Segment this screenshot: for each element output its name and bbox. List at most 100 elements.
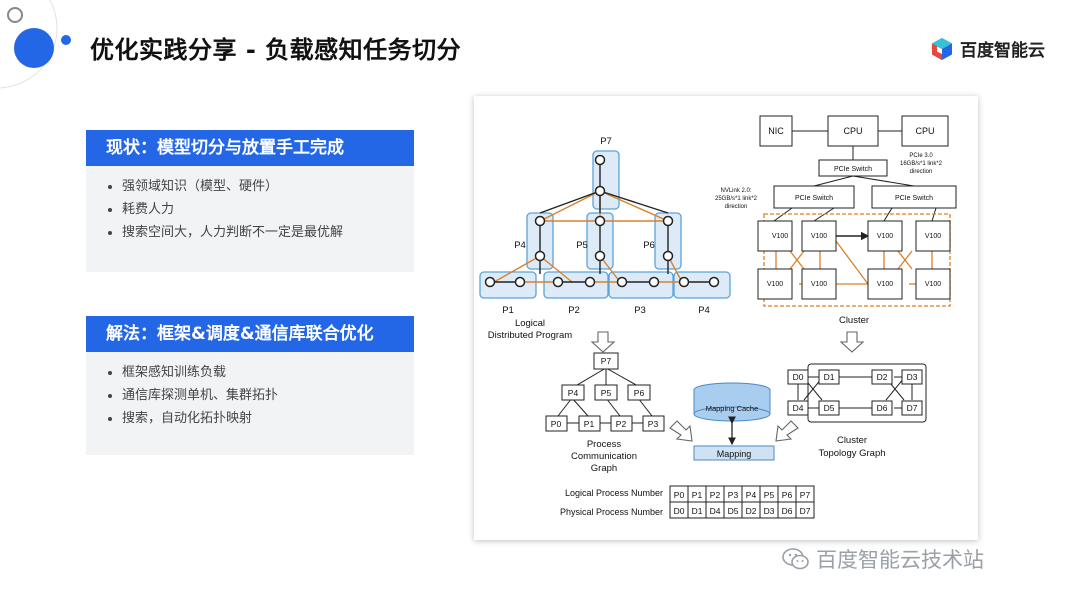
gpu-label: V100 <box>877 281 893 288</box>
status-list: 强领域知识（模型、硬件） 耗费人力 搜索空间大，人力判断不一定是最优解 <box>102 178 343 247</box>
cluster-diagram: NIC CPU CPU PCIe Switch PCIe Switch PCIe… <box>715 115 957 326</box>
table-cell: D1 <box>692 506 703 516</box>
label-p5: P5 <box>576 240 588 251</box>
pcg-node-p2: P2 <box>616 419 627 429</box>
mapping-label: Mapping <box>717 449 752 459</box>
down-arrow-icon <box>590 331 865 353</box>
list-item: 通信库探测单机、集群拓扑 <box>122 387 278 404</box>
table-cell: P5 <box>764 490 775 500</box>
table-cell: D3 <box>764 506 775 516</box>
table-cell: D0 <box>674 506 685 516</box>
logical-caption-2: Distributed Program <box>488 330 573 341</box>
table-cell: P6 <box>782 490 793 500</box>
ctg-node-d6: D6 <box>877 403 888 413</box>
solution-heading: 解法：框架&调度&通信库联合优化 <box>86 316 414 352</box>
table-cell: D7 <box>800 506 811 516</box>
pcg-node-p7: P7 <box>601 356 612 366</box>
pcg-caption-3: Graph <box>591 463 617 474</box>
table-cell: P2 <box>710 490 721 500</box>
cpu2-label: CPU <box>915 126 934 136</box>
list-item: 强领域知识（模型、硬件） <box>122 178 343 195</box>
logical-program: P7 P4 P5 P6 P1 P2 P3 P4 Logical Distribu… <box>479 136 731 341</box>
table-cell: D5 <box>728 506 739 516</box>
solution-panel: 解法：框架&调度&通信库联合优化 框架感知训练负载 通信库探测单机、集群拓扑 搜… <box>86 316 414 455</box>
task-partition-diagram: P7 P4 P5 P6 P1 P2 P3 P4 Logical Distribu… <box>479 115 957 519</box>
list-item: 耗费人力 <box>122 201 343 218</box>
mapping-table: Logical Process Number Physical Process … <box>560 485 815 519</box>
brand-logo: 百度智能云 <box>930 36 1045 61</box>
gpu-label: V100 <box>925 281 941 288</box>
status-heading: 现状：模型切分与放置手工完成 <box>86 130 414 166</box>
label-p2: P2 <box>568 305 580 316</box>
table-cell: P1 <box>692 490 703 500</box>
table-cell: P3 <box>728 490 739 500</box>
logical-process-label: Logical Process Number <box>565 488 663 498</box>
pcie-switch-top: PCIe Switch <box>834 166 872 173</box>
diagram-card: P7 P4 P5 P6 P1 P2 P3 P4 Logical Distribu… <box>474 96 978 540</box>
table-cell: D2 <box>746 506 757 516</box>
pcg-caption-2: Communication <box>571 451 637 462</box>
gpu-label: V100 <box>772 233 788 240</box>
physical-process-label: Physical Process Number <box>560 507 663 517</box>
cube-logo-icon <box>932 37 952 60</box>
pcg-node-p5: P5 <box>601 388 612 398</box>
ctg-node-d2: D2 <box>877 372 888 382</box>
page-title: 优化实践分享 - 负载感知任务切分 <box>90 36 462 64</box>
pcg-node-p4: P4 <box>568 388 579 398</box>
table-cell: D6 <box>782 506 793 516</box>
label-p4-bottom: P4 <box>698 305 710 316</box>
nvlink-note-1: NVLink 2.0: <box>720 188 751 194</box>
cluster-topology-graph: D0 D1 D2 D3 D4 D5 D6 D7 Cluster Topology… <box>787 363 927 459</box>
watermark: 百度智能云技术站 <box>782 544 984 574</box>
cluster-caption: Cluster <box>839 315 869 326</box>
table-cell: P7 <box>800 490 811 500</box>
list-item: 框架感知训练负载 <box>122 364 278 381</box>
logical-caption-1: Logical <box>515 318 545 329</box>
pcie-note-1: PCIe 3.0 <box>909 153 933 159</box>
label-p4: P4 <box>514 240 526 251</box>
label-p7: P7 <box>600 136 612 147</box>
pcie-switch-right: PCIe Switch <box>895 195 933 202</box>
list-item: 搜索空间大，人力判断不一定是最优解 <box>122 224 343 241</box>
pcg-node-p1: P1 <box>584 419 595 429</box>
ctg-caption-1: Cluster <box>837 435 867 446</box>
process-communication-graph: P7 P4 P5 P6 P0 P1 P2 P3 Process Communic… <box>545 352 665 474</box>
pcg-node-p0: P0 <box>551 419 562 429</box>
gpu-label: V100 <box>811 281 827 288</box>
pcg-node-p6: P6 <box>634 388 645 398</box>
pcg-caption-1: Process <box>587 439 622 450</box>
solution-list: 框架感知训练负载 通信库探测单机、集群拓扑 搜索，自动化拓扑映射 <box>102 364 278 433</box>
diagonal-arrow-icon <box>669 420 799 442</box>
pcie-note-3: direction <box>910 169 933 175</box>
ctg-node-d0: D0 <box>793 372 804 382</box>
wechat-icon <box>782 548 809 570</box>
list-item: 搜索，自动化拓扑映射 <box>122 410 278 427</box>
ctg-node-d4: D4 <box>793 403 804 413</box>
table-cell: D4 <box>710 506 721 516</box>
gpu-label: V100 <box>767 281 783 288</box>
pcie-note-2: 16GB/s*1 link*2 <box>900 161 943 167</box>
ctg-node-d5: D5 <box>824 403 835 413</box>
nvlink-note-3: direction <box>725 204 748 210</box>
mapping-section: Mapping Cache Mapping <box>669 382 799 461</box>
cpu1-label: CPU <box>843 126 862 136</box>
gpu-label: V100 <box>811 233 827 240</box>
ctg-node-d1: D1 <box>824 372 835 382</box>
nvlink-note-2: 25GB/s*1 link*2 <box>715 196 758 202</box>
table-cell: P4 <box>746 490 757 500</box>
pcie-switch-left: PCIe Switch <box>795 195 833 202</box>
pcg-node-p3: P3 <box>648 419 659 429</box>
label-p3: P3 <box>634 305 646 316</box>
status-panel: 现状：模型切分与放置手工完成 强领域知识（模型、硬件） 耗费人力 搜索空间大，人… <box>86 130 414 272</box>
gpu-label: V100 <box>925 233 941 240</box>
brand-name: 百度智能云 <box>960 41 1045 61</box>
label-p6: P6 <box>643 240 655 251</box>
ctg-node-d3: D3 <box>907 372 918 382</box>
nic-label: NIC <box>768 126 784 136</box>
label-p1: P1 <box>502 305 514 316</box>
watermark-text: 百度智能云技术站 <box>816 548 984 572</box>
mapping-cache-label: Mapping Cache <box>706 404 759 413</box>
corner-decoration <box>0 0 71 89</box>
table-cell: P0 <box>674 490 685 500</box>
gpu-label: V100 <box>877 233 893 240</box>
